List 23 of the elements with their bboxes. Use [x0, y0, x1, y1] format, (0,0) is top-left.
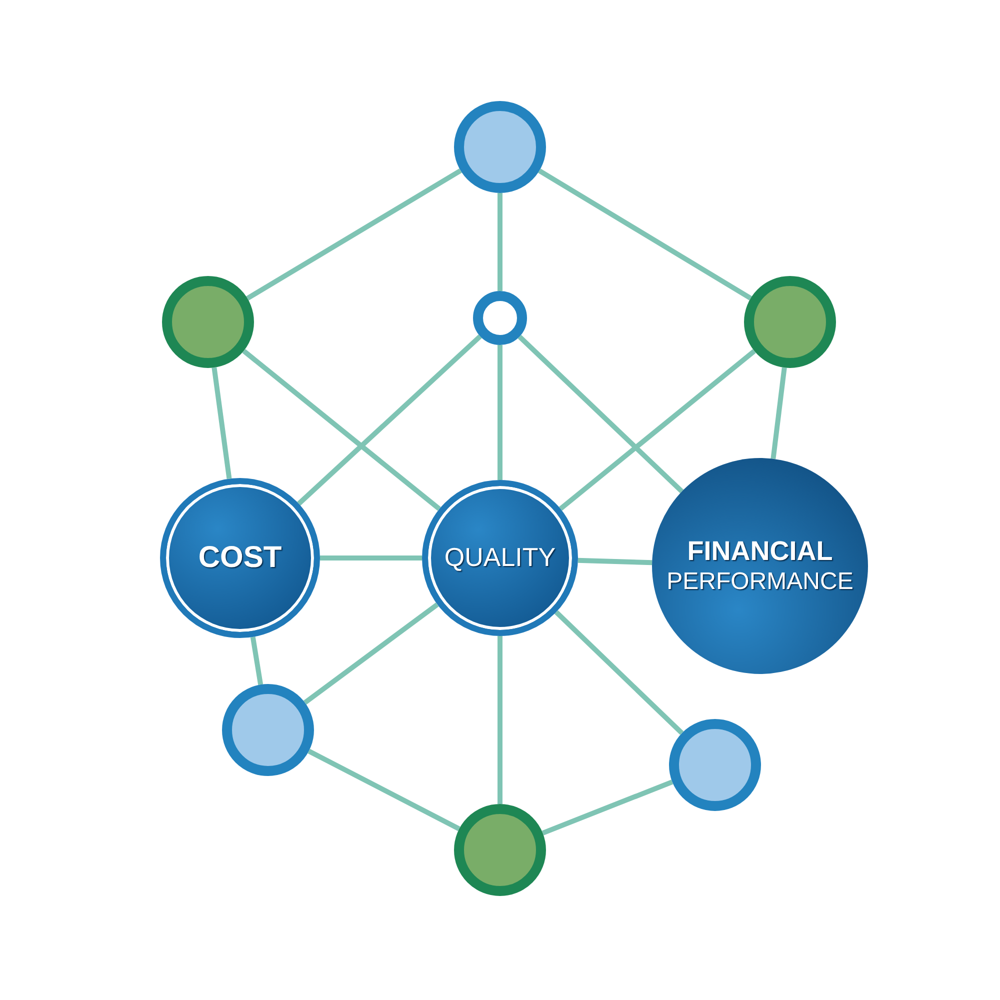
node-label: FINANCIAL — [687, 535, 833, 568]
circle-node — [473, 291, 527, 345]
connector-line — [212, 367, 232, 480]
connector-line — [770, 367, 787, 460]
connector-line — [498, 636, 502, 804]
node-label: PERFORMANCE — [666, 568, 854, 597]
connector-line — [303, 602, 439, 705]
connector-line — [538, 168, 752, 300]
connector-line — [242, 348, 441, 511]
connector-line — [297, 334, 482, 506]
connector-line — [250, 636, 264, 685]
node-label: QUALITY — [444, 542, 556, 574]
connector-line — [498, 193, 502, 291]
connector-line — [554, 610, 684, 735]
connector-line — [320, 556, 422, 560]
connector-line — [308, 748, 460, 832]
connector-line — [542, 780, 674, 836]
connector-line — [498, 345, 502, 480]
connector-line — [578, 558, 652, 566]
connector-line — [558, 349, 756, 511]
node-label: COST — [198, 540, 282, 576]
connector-line — [518, 334, 684, 494]
connector-line — [246, 168, 462, 300]
